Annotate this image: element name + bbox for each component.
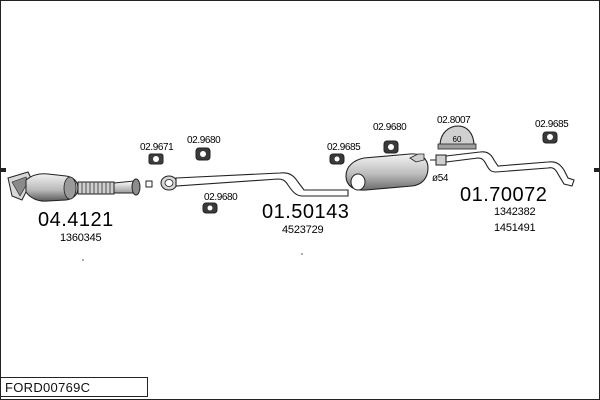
cat-ref-number: 1360345 [60,232,102,244]
middle-section [160,153,429,197]
clamp-60-icon: 60 [437,125,477,150]
hanger-label-h4: 02.9685 [327,142,361,153]
document-code-box: FORD00769C [0,377,148,397]
middle-ref-number: 4523729 [282,224,324,236]
diameter-label: ø54 [432,173,449,184]
rear-pipe-clamp [435,154,447,166]
rear-ref-number-1: 1342382 [494,206,536,218]
hanger-label-h3: 02.9680 [204,192,238,203]
cat-part-number: 04.4121 [38,209,114,231]
middle-pipe [175,172,349,197]
rear-section [430,151,599,187]
flex-pipe [77,181,115,195]
hanger-label-h1: 02.9671 [140,142,174,153]
hanger-h5-icon [383,140,399,154]
hanger-label-h6: 02.8007 [437,115,471,126]
dot-marker [301,253,303,255]
hanger-h2-icon [195,147,211,161]
hanger-h7-icon [542,131,558,144]
hanger-h4-icon [329,153,345,165]
dot-marker [82,259,84,261]
hanger-h3-icon [202,202,218,214]
document-code: FORD00769C [5,380,91,395]
hanger-label-h2: 02.9680 [187,135,221,146]
hanger-h1-icon [148,153,164,165]
rear-ref-number-2: 1451491 [494,222,536,234]
right-edge-marker [594,168,599,172]
clamp-size-label: 60 [453,135,462,144]
rear-part-number: 01.70072 [460,184,547,206]
hanger-label-h7: 02.9685 [535,119,569,130]
rear-pipe [445,151,575,187]
left-edge-marker [1,168,6,172]
gasket-ring [145,180,153,188]
hanger-label-h5: 02.9680 [373,122,407,133]
catalytic-converter-assembly [7,171,141,202]
middle-part-number: 01.50143 [262,201,349,223]
cat-outlet-pipe [113,180,135,194]
